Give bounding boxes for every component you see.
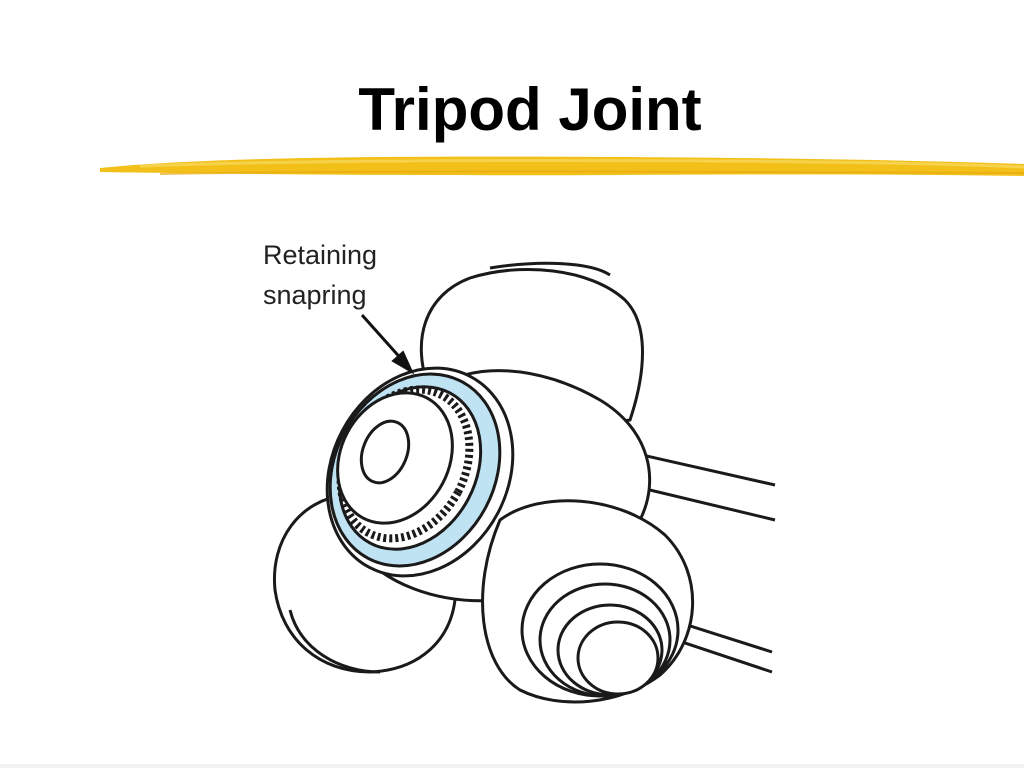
hub-bore <box>359 419 411 485</box>
callout-arrow <box>360 314 415 375</box>
callout-label-line2: snapring <box>263 280 367 310</box>
slide-title: Tripod Joint <box>358 76 702 143</box>
front-roller-cap <box>576 620 660 696</box>
title-underline-brush-stroke <box>100 156 1024 176</box>
footer-divider <box>0 764 1024 768</box>
callout-label-line1: Retaining <box>263 240 377 270</box>
